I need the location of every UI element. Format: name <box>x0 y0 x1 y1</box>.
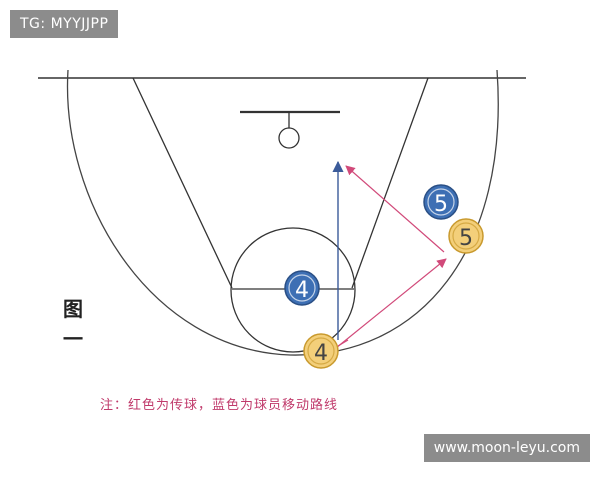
free-throw-circle <box>230 227 356 353</box>
player-label: 4 <box>314 341 328 366</box>
pass-arrow-5-to-4 <box>345 165 445 253</box>
player-label: 4 <box>295 278 309 303</box>
player-label: 5 <box>434 192 448 217</box>
lane-left-line <box>132 77 233 289</box>
player-blue-5: 5 <box>423 184 459 220</box>
player-yellow-4: 4 <box>303 333 339 369</box>
legend-note: 注：红色为传球，蓝色为球员移动路线 <box>100 398 339 413</box>
player-label: 5 <box>459 226 473 251</box>
court-panel <box>30 60 570 440</box>
hoop <box>278 127 300 149</box>
pass-arrow-4-short <box>337 339 349 347</box>
lane-right-line <box>351 77 429 289</box>
watermark-bottom: www.moon-leyu.com <box>423 434 590 462</box>
player-yellow-5: 5 <box>448 218 484 254</box>
three-point-arc <box>66 69 499 356</box>
figure-label: 图一 <box>63 297 83 351</box>
player-blue-4: 4 <box>284 270 320 306</box>
watermark-top: TG: MYYJJPP <box>10 10 119 38</box>
pass-arrow-4-to-5 <box>335 258 447 349</box>
